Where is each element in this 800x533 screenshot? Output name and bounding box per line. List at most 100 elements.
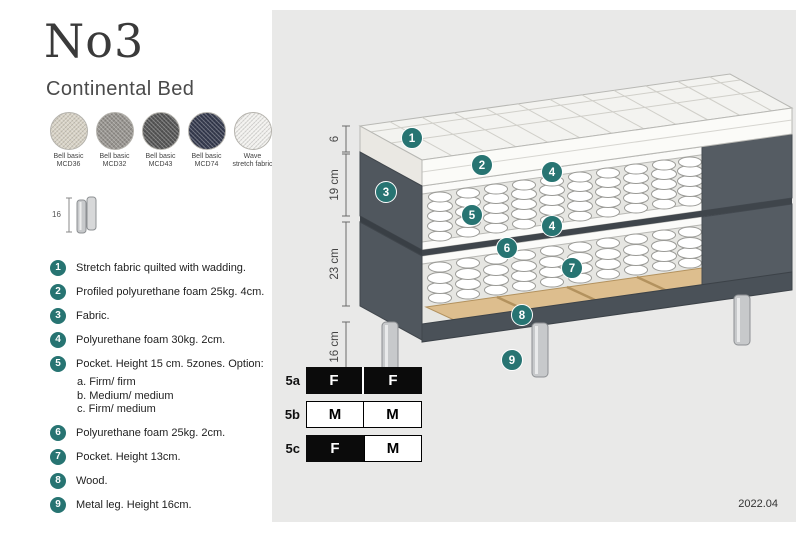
diagram-panel: 6 19 cm 23 cm 16 cm 1: [272, 10, 796, 522]
svg-text:9: 9: [509, 355, 515, 367]
legend-number-badge: 3: [50, 308, 66, 324]
dimension-16cm: 16 cm: [329, 321, 350, 373]
svg-text:6: 6: [504, 243, 510, 255]
fabric-swatch: Wave stretch fabric: [232, 112, 273, 169]
legend-label: Metal leg. Height 16cm.: [76, 498, 192, 511]
fabric-swatch: Bell basic MCD74: [186, 112, 227, 169]
dimension-19cm: 19 cm: [329, 153, 350, 217]
legend-item: 7 Pocket. Height 13cm.: [50, 448, 272, 465]
pocket-option: a. Firm/ firm: [77, 376, 136, 388]
firmness-row-5b: 5b M M: [278, 401, 422, 428]
legend-number-badge: 5: [50, 356, 66, 372]
firmness-cell: M: [364, 435, 422, 462]
swatch-name: Bell basic: [99, 153, 130, 160]
swatch-code: MCD43: [148, 161, 173, 168]
dimension-6: 6: [329, 125, 350, 153]
leg-height-value: 16: [52, 209, 61, 219]
legend-label: Stretch fabric quilted with wadding.: [76, 262, 246, 274]
metal-legs: [381, 294, 751, 378]
legend-number-badge: 7: [50, 448, 66, 465]
legend-number-badge: 6: [50, 424, 66, 441]
badge-4b: 4: [541, 215, 563, 237]
bed-cutaway-diagram: 6 19 cm 23 cm 16 cm 1: [329, 73, 794, 378]
legend-item: 4 Polyurethane foam 30kg. 2cm.: [50, 332, 272, 348]
legend-item: 1 Stretch fabric quilted with wadding.: [50, 260, 272, 276]
fabric-swatch-image: [233, 112, 272, 150]
leg-height-spec: 16: [52, 192, 105, 236]
swatch-name: Bell basic: [145, 153, 176, 160]
dimension-brackets: 6 19 cm 23 cm 16 cm: [329, 125, 350, 373]
svg-text:5: 5: [469, 210, 476, 222]
svg-text:6: 6: [329, 136, 341, 142]
legend-number-badge: 1: [50, 260, 66, 276]
legend-label: Fabric.: [76, 310, 110, 322]
badge-4a: 4: [541, 161, 563, 183]
firmness-cell: M: [364, 401, 422, 428]
fabric-swatch-image: [49, 112, 88, 150]
svg-text:3: 3: [383, 187, 389, 199]
legend-item: 9 Metal leg. Height 16cm.: [50, 496, 272, 513]
product-subtitle: Continental Bed: [46, 78, 195, 100]
badge-9: 9: [501, 349, 523, 371]
swatch-code: MCD74: [194, 161, 219, 168]
pocket-option: b. Medium/ medium: [77, 389, 174, 402]
revision-date: 2022.04: [738, 498, 778, 510]
svg-text:2: 2: [479, 160, 485, 172]
firmness-cell: F: [306, 367, 364, 394]
firmness-row-label: 5b: [284, 407, 300, 422]
product-title: No3: [44, 14, 145, 68]
firmness-cell: F: [364, 367, 422, 394]
svg-text:19 cm: 19 cm: [329, 169, 341, 200]
legend-number-badge: 9: [50, 496, 66, 513]
firmness-row-label: 5c: [285, 441, 300, 456]
badge-2: 2: [471, 154, 493, 176]
fabric-swatches: Bell basic MCD36 Bell basic MCD32 Bell b…: [48, 112, 273, 169]
legend-label: Profiled polyurethane foam 25kg. 4cm.: [76, 286, 265, 298]
firmness-table: 5a F F 5b M M 5c F M: [278, 367, 422, 462]
left-end-faces: [359, 125, 423, 341]
svg-text:4: 4: [549, 221, 556, 233]
fabric-swatch: Bell basic MCD36: [48, 112, 89, 169]
info-panel: No3 Continental Bed Bell basic MCD36 Bel…: [0, 0, 273, 533]
firmness-cell: M: [306, 401, 364, 428]
legend-number-badge: 4: [50, 332, 66, 348]
svg-text:7: 7: [569, 263, 575, 275]
diagram-badges: 1 2 3 4 5 4 6 7 8 9: [375, 127, 583, 371]
firmness-row-5a: 5a F F: [278, 367, 422, 394]
badge-8: 8: [511, 304, 533, 326]
legend-label: Polyurethane foam 30kg. 2cm.: [76, 334, 226, 346]
fabric-swatch-image: [141, 112, 180, 150]
swatch-name: Bell basic: [191, 153, 222, 160]
badge-7: 7: [561, 257, 583, 279]
swatch-code: stretch fabric: [232, 161, 273, 168]
svg-text:4: 4: [549, 167, 556, 179]
dimension-23cm: 23 cm: [329, 221, 350, 307]
swatch-name: Wave: [243, 153, 262, 160]
legend-number-badge: 8: [50, 472, 66, 489]
fabric-swatch: Bell basic MCD32: [94, 112, 135, 169]
badge-6: 6: [496, 237, 518, 259]
fabric-swatch-image: [187, 112, 226, 150]
fabric-swatch: Bell basic MCD43: [140, 112, 181, 169]
firmness-row-5c: 5c F M: [278, 435, 422, 462]
firmness-row-label: 5a: [285, 373, 300, 388]
legend-item: 6 Polyurethane foam 25kg. 2cm.: [50, 424, 272, 441]
legend-item: 8 Wood.: [50, 472, 272, 489]
legend-item: 3 Fabric.: [50, 308, 272, 324]
badge-3: 3: [375, 181, 397, 203]
legend-item: 2 Profiled polyurethane foam 25kg. 4cm.: [50, 284, 272, 300]
pocket-options: a. Firm/ firm b. Medium/ medium c. Firm/…: [77, 376, 272, 417]
swatch-name: Bell basic: [53, 153, 84, 160]
fabric-swatch-image: [95, 112, 134, 150]
svg-text:1: 1: [409, 133, 416, 145]
svg-text:23 cm: 23 cm: [329, 248, 341, 279]
legend-label: Wood.: [76, 474, 108, 487]
swatch-code: MCD32: [102, 161, 127, 168]
legend-item: 5 Pocket. Height 15 cm. 5zones. Option:: [50, 356, 272, 372]
legend-label: Pocket. Height 15 cm. 5zones. Option:: [76, 358, 264, 370]
legend-label: Pocket. Height 13cm.: [76, 450, 181, 463]
legend-number-badge: 2: [50, 284, 66, 300]
svg-text:8: 8: [519, 310, 526, 322]
swatch-code: MCD36: [56, 161, 81, 168]
